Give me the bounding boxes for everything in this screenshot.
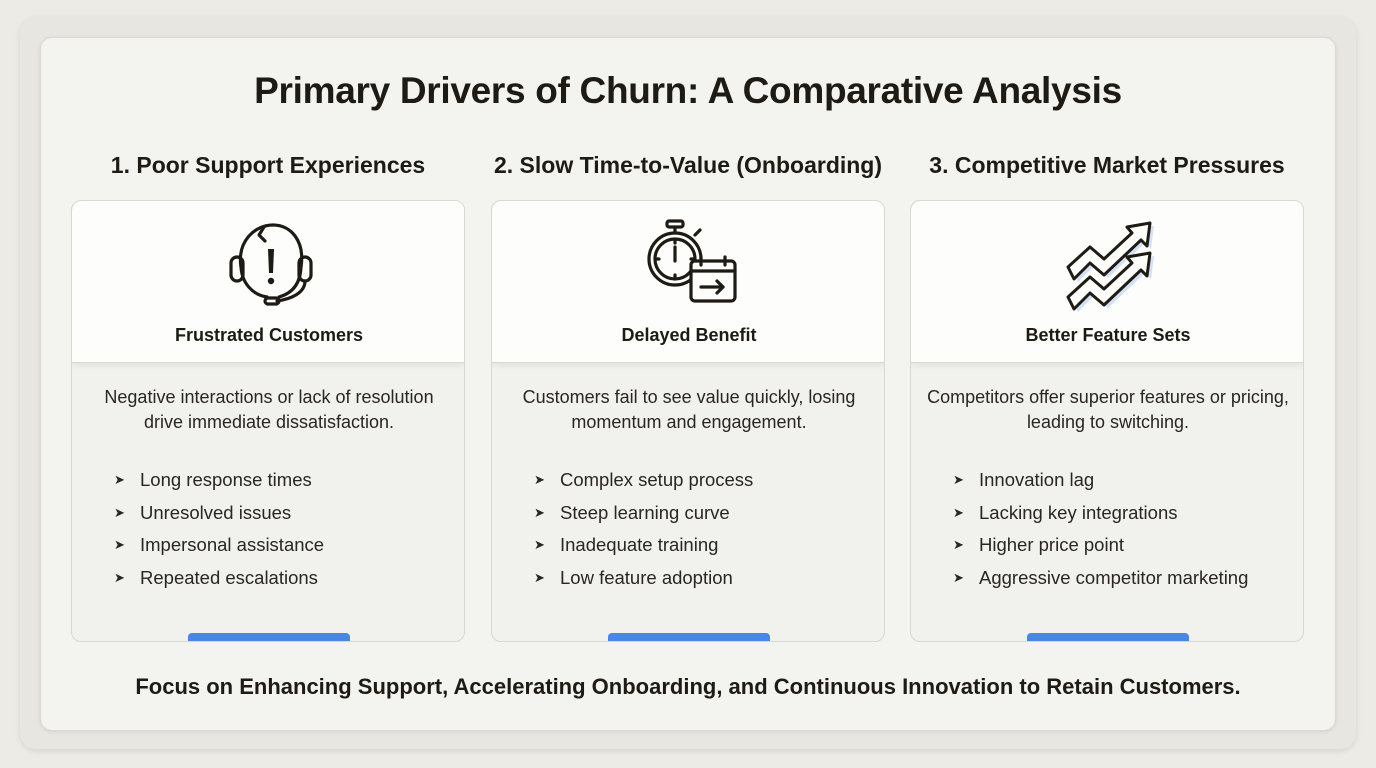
accent-bar (1027, 633, 1189, 641)
column-heading-competition: 3. Competitive Market Pressures (929, 152, 1285, 178)
card-description: Negative interactions or lack of resolut… (104, 387, 434, 432)
trend-arrows-icon (1066, 221, 1154, 312)
arrow-bullet-icon: ➤ (114, 504, 125, 520)
arrow-bullet-icon: ➤ (953, 537, 964, 553)
arrow-bullet-icon: ➤ (953, 504, 964, 520)
card-description: Customers fail to see value quickly, los… (522, 387, 856, 432)
stopwatch-calendar-icon (647, 219, 737, 303)
card-label: Frustrated Customers (174, 325, 364, 345)
accent-bar (188, 633, 350, 641)
card-header: Frustrated Customers (72, 201, 464, 363)
arrow-bullet-icon: ➤ (534, 569, 545, 585)
arrow-bullet-icon: ➤ (114, 537, 125, 553)
list-item: ➤Innovation lag (953, 469, 1095, 491)
card-support: Frustrated Customers Negative interactio… (71, 200, 465, 642)
arrow-bullet-icon: ➤ (953, 472, 964, 488)
list-item: ➤Inadequate training (534, 534, 719, 556)
card-label: Better Feature Sets (1025, 325, 1191, 345)
arrow-bullet-icon: ➤ (114, 472, 125, 488)
card-header: Delayed Benefit (492, 201, 884, 363)
list-item: ➤Impersonal assistance (114, 534, 325, 556)
card-description: Competitors offer superior features or p… (927, 387, 1289, 432)
arrow-bullet-icon: ➤ (534, 472, 545, 488)
list-item: ➤Low feature adoption (534, 566, 733, 588)
list-item: ➤Long response times (114, 469, 312, 491)
arrow-bullet-icon: ➤ (114, 569, 125, 585)
bullet-list: ➤Complex setup process ➤Steep learning c… (534, 464, 753, 594)
list-item: ➤Unresolved issues (114, 501, 292, 523)
column-heading-support: 1. Poor Support Experiences (110, 152, 426, 178)
page-title: Primary Drivers of Churn: A Comparative … (254, 70, 1122, 111)
card-competition: Better Feature Sets Competitors offer su… (910, 200, 1304, 642)
list-item: ➤Complex setup process (534, 469, 754, 491)
list-item: ➤Aggressive competitor marketing (953, 566, 1249, 588)
headset-alert-icon (229, 223, 313, 306)
arrow-bullet-icon: ➤ (953, 569, 964, 585)
bullet-list: ➤Long response times ➤Unresolved issues … (114, 464, 324, 594)
list-item: ➤Repeated escalations (114, 566, 318, 588)
list-item: ➤Higher price point (953, 534, 1124, 556)
footer-summary: Focus on Enhancing Support, Accelerating… (135, 674, 1241, 699)
card-header: Better Feature Sets (911, 201, 1303, 363)
bullet-list: ➤Innovation lag ➤Lacking key integration… (953, 464, 1248, 594)
column-heading-onboarding: 2. Slow Time-to-Value (Onboarding) (493, 152, 883, 178)
arrow-bullet-icon: ➤ (534, 537, 545, 553)
list-item: ➤Lacking key integrations (953, 501, 1178, 523)
card-label: Delayed Benefit (621, 325, 757, 345)
card-onboarding: Delayed Benefit Customers fail to see va… (491, 200, 885, 642)
accent-bar (608, 633, 770, 641)
arrow-bullet-icon: ➤ (534, 504, 545, 520)
list-item: ➤Steep learning curve (534, 501, 730, 523)
